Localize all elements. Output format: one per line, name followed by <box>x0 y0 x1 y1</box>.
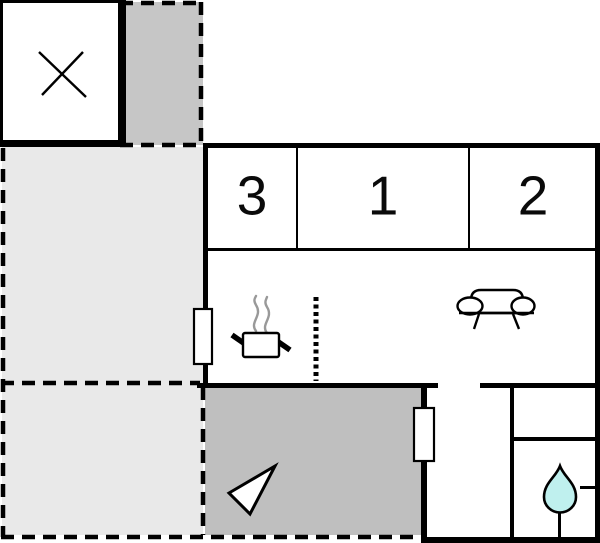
window-icon <box>192 307 214 366</box>
bedroom-band-bottom-wall <box>203 248 595 251</box>
cross-line <box>41 51 84 96</box>
cross-icon <box>38 51 87 98</box>
sofa-icon <box>456 288 536 330</box>
veranda-right-wall <box>421 383 427 543</box>
room-label-1: 1 <box>367 164 399 227</box>
building-top-wall <box>203 143 600 148</box>
sofa-leg <box>472 313 481 330</box>
shower-line <box>558 512 561 538</box>
veranda-floor <box>205 388 421 535</box>
stove-pot-icon <box>230 294 292 359</box>
annex-right-wall <box>118 0 126 147</box>
terrace-lower-floor <box>2 383 203 535</box>
divider-room1-room2 <box>468 148 470 248</box>
divider-room3-room1 <box>296 148 298 248</box>
room-label-2: 2 <box>517 164 549 227</box>
window-icon <box>412 406 436 463</box>
building-left-wall <box>203 148 208 388</box>
sofa-armrest <box>456 296 484 316</box>
terrace-upper-floor <box>2 147 203 383</box>
annex-left-wall <box>0 0 3 145</box>
bathroom-divider-wall <box>512 437 595 441</box>
sofa-armrest <box>510 296 536 316</box>
compass-arrow-icon <box>226 462 279 517</box>
water-drop-icon <box>542 462 578 514</box>
building-bottom-wall <box>421 537 600 543</box>
steam-line <box>252 294 260 333</box>
living-bottom-wall <box>480 383 595 388</box>
annex-top-wall <box>0 0 126 3</box>
building-right-wall <box>595 143 600 543</box>
shower-stub-wall <box>580 486 596 489</box>
kitchen-bottom-wall <box>197 383 438 388</box>
annex-bottom-wall <box>0 140 126 147</box>
sofa-leg <box>511 313 521 330</box>
steam-line <box>263 295 271 335</box>
storage-area-floor <box>122 2 203 145</box>
room-label-3: 3 <box>236 164 268 227</box>
bathroom-left-wall <box>510 386 514 537</box>
pot-body <box>241 331 281 359</box>
